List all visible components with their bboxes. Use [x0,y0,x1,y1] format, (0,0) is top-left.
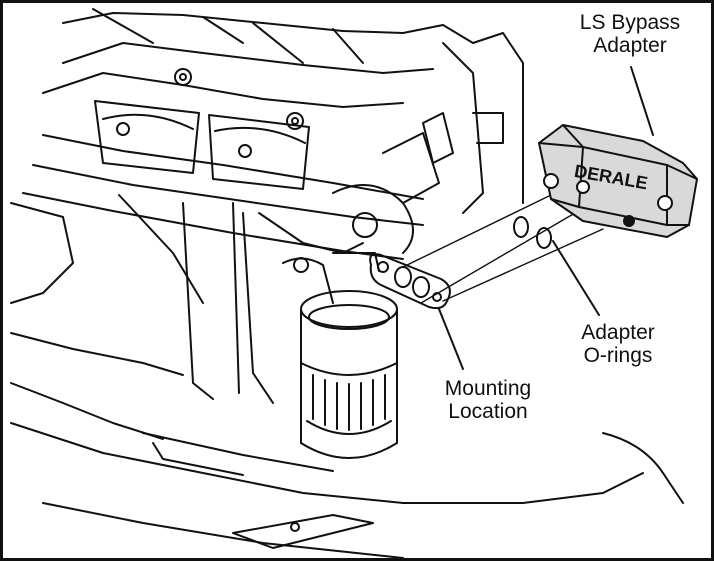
engine-illustration: DERALE [10,8,698,558]
oil-pan [10,422,684,558]
o-rings [513,216,552,249]
filter-housing [118,194,380,404]
label-adapter-orings-line1: Adapter [581,321,655,344]
label-mounting-location-line2: Location [448,400,528,423]
label-adapter-orings: Adapter O-rings [563,321,673,367]
label-mounting-location: Mounting Location [408,377,568,423]
mounting-plate [369,253,451,310]
label-adapter-orings-line2: O-rings [583,344,653,367]
label-mounting-location-line1: Mounting [444,377,532,400]
oil-filter [300,290,398,459]
alignment-lines [402,194,604,304]
label-ls-bypass-adapter-line2: Adapter [593,34,667,57]
engine-block [10,8,524,440]
label-ls-bypass-adapter: LS Bypass Adapter [555,11,705,57]
bypass-adapter [538,124,698,238]
leader-lines [438,66,654,370]
label-ls-bypass-adapter-line1: LS Bypass [579,11,681,34]
